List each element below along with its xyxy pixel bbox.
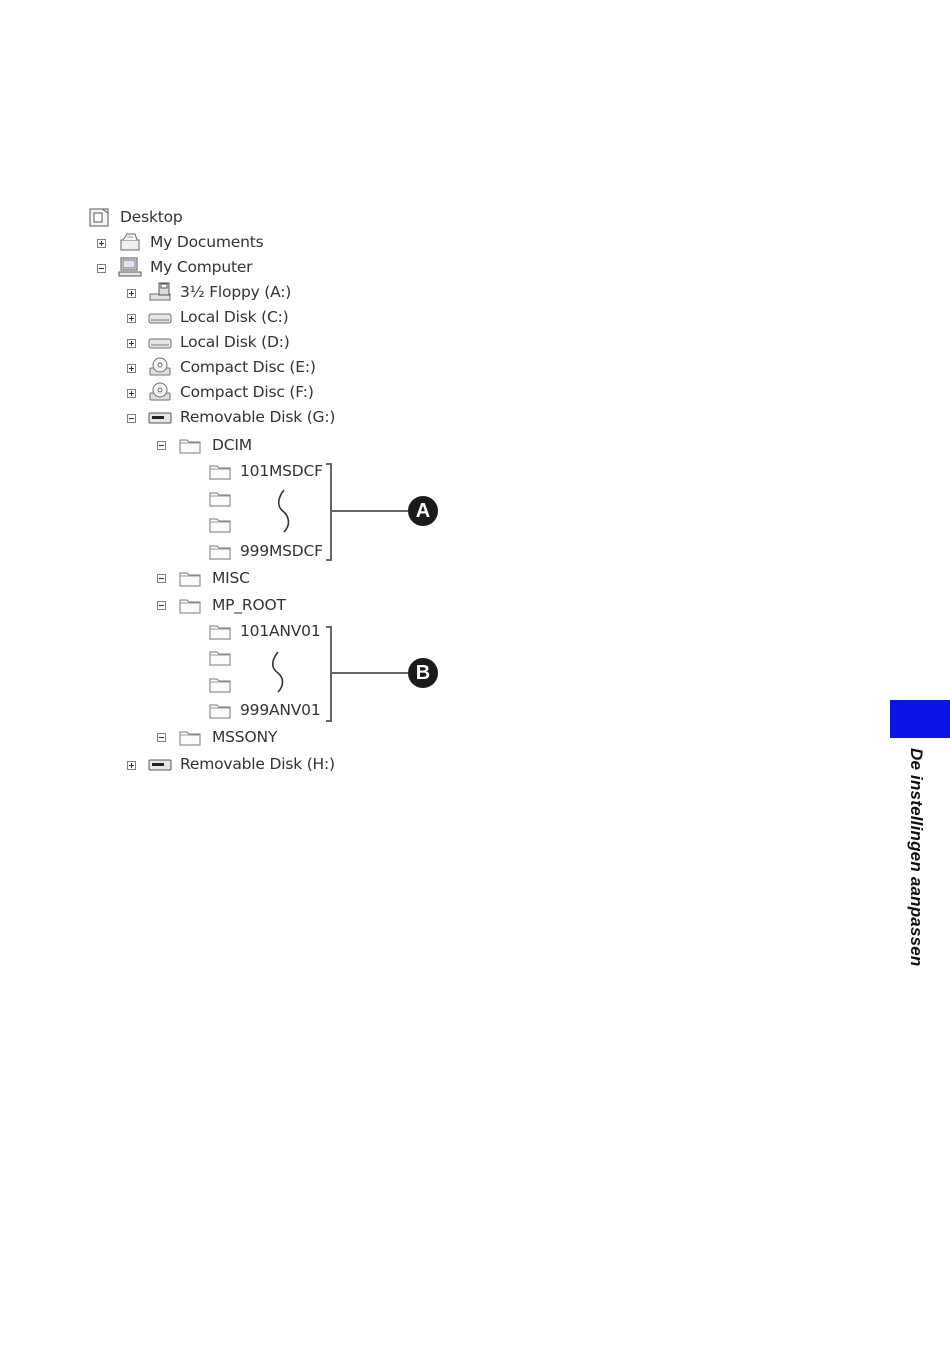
node-label: Local Disk (D:) <box>180 332 290 352</box>
folder-icon <box>208 621 232 641</box>
hard-drive-icon <box>148 307 172 327</box>
leader-line-a <box>332 510 408 512</box>
node-label: My Documents <box>150 232 263 252</box>
node-label: Compact Disc (F:) <box>180 382 314 402</box>
folder-icon <box>178 568 202 588</box>
leader-line-b <box>332 672 408 674</box>
folder-icon <box>208 674 232 694</box>
expand-toggle[interactable] <box>127 389 136 398</box>
section-tab-marker <box>890 700 950 738</box>
node-label: MISC <box>212 568 250 588</box>
ellipsis-wave-icon <box>270 650 286 694</box>
collapse-toggle[interactable] <box>157 574 166 583</box>
expand-toggle[interactable] <box>127 761 136 770</box>
ellipsis-wave-icon <box>276 488 292 534</box>
expand-toggle[interactable] <box>127 364 136 373</box>
folder-icon <box>178 727 202 747</box>
callout-b: B <box>408 658 438 688</box>
folder-icon <box>208 647 232 667</box>
node-label: Local Disk (C:) <box>180 307 288 327</box>
removable-disk-icon <box>148 754 172 774</box>
collapse-toggle[interactable] <box>157 441 166 450</box>
folder-icon <box>208 461 232 481</box>
node-label: Desktop <box>120 207 183 227</box>
node-label: DCIM <box>212 435 252 455</box>
folder-icon <box>208 488 232 508</box>
callout-a: A <box>408 496 438 526</box>
node-label: Removable Disk (G:) <box>180 407 335 427</box>
expand-toggle[interactable] <box>127 314 136 323</box>
node-label: Removable Disk (H:) <box>180 754 335 774</box>
expand-toggle[interactable] <box>127 339 136 348</box>
node-label: My Computer <box>150 257 252 277</box>
folder-icon <box>178 435 202 455</box>
node-label: MSSONY <box>212 727 277 747</box>
node-label: 999MSDCF <box>240 541 323 561</box>
node-label: 999ANV01 <box>240 700 321 720</box>
hard-drive-icon <box>148 332 172 352</box>
desktop-icon <box>88 207 112 227</box>
node-label: 3½ Floppy (A:) <box>180 282 291 302</box>
folder-icon <box>208 700 232 720</box>
section-title: De instellingen aanpassen <box>906 748 926 967</box>
cd-drive-icon <box>148 382 172 402</box>
expand-toggle[interactable] <box>97 239 106 248</box>
folder-icon <box>178 595 202 615</box>
floppy-drive-icon <box>148 282 172 302</box>
folder-icon <box>208 541 232 561</box>
bracket-a <box>326 463 332 561</box>
folder-icon <box>208 514 232 534</box>
removable-disk-icon <box>148 407 172 427</box>
bracket-b <box>326 626 332 722</box>
computer-icon <box>118 257 142 277</box>
collapse-toggle[interactable] <box>97 264 106 273</box>
node-label: Compact Disc (E:) <box>180 357 316 377</box>
collapse-toggle[interactable] <box>157 601 166 610</box>
node-label: 101ANV01 <box>240 621 321 641</box>
cd-drive-icon <box>148 357 172 377</box>
node-label: MP_ROOT <box>212 595 286 615</box>
expand-toggle[interactable] <box>127 289 136 298</box>
my-documents-icon <box>118 232 142 252</box>
collapse-toggle[interactable] <box>157 733 166 742</box>
collapse-toggle[interactable] <box>127 414 136 423</box>
node-label: 101MSDCF <box>240 461 323 481</box>
